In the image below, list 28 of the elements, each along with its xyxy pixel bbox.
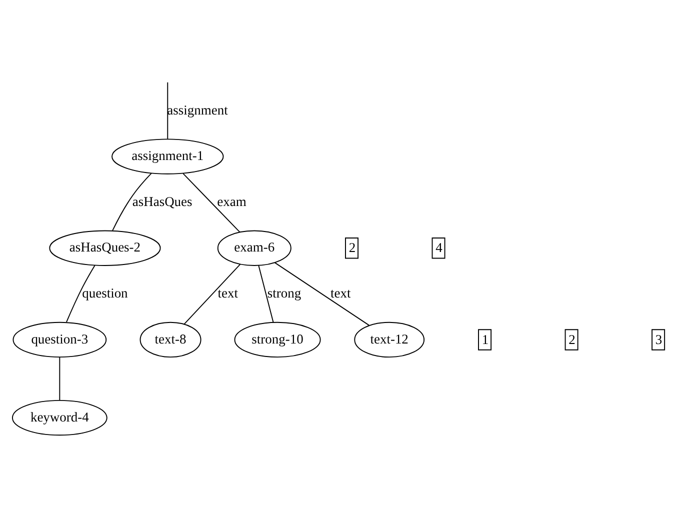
node-ellipse: strong-10	[234, 322, 321, 358]
node-ellipse: asHasQues-2	[49, 230, 161, 266]
connector	[112, 172, 152, 232]
connector	[66, 264, 96, 323]
connector	[184, 264, 241, 325]
node-ellipse: exam-6	[217, 230, 292, 266]
node-ellipse: keyword-4	[12, 400, 108, 436]
label: 4	[436, 240, 442, 256]
node-ellipse: question-3	[12, 322, 107, 358]
connector	[258, 265, 274, 323]
label: 2	[568, 332, 576, 347]
edge-label: text	[330, 285, 351, 300]
label: 1	[482, 332, 489, 347]
connector	[182, 173, 240, 233]
label: 2	[348, 240, 356, 256]
edge-label: assignment	[167, 102, 228, 118]
node-ellipse: text-8	[140, 322, 202, 358]
edge-label: text	[218, 285, 238, 300]
connector	[59, 356, 60, 401]
connector	[274, 262, 370, 326]
node-ellipse: text-12	[354, 322, 425, 358]
edge-label: exam	[217, 194, 246, 209]
edge-label: strong	[267, 285, 302, 300]
edge-label: question	[82, 285, 128, 300]
label: 3	[655, 332, 662, 347]
edge-label: asHasQues	[132, 194, 192, 209]
node-ellipse: assignment-1	[112, 138, 224, 174]
connector	[167, 82, 168, 140]
